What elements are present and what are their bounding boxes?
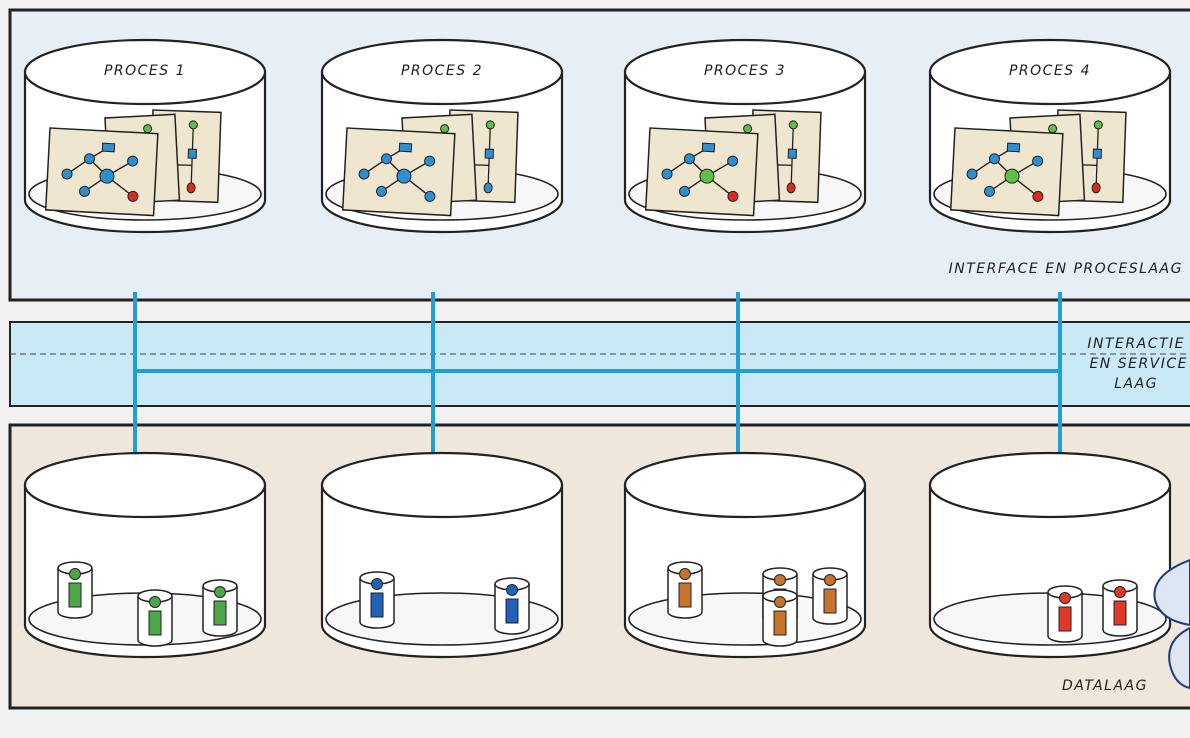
process-4-network-sheet [949,127,1064,217]
process-4-label: PROCES 4 [1009,63,1091,79]
process-cylinder-3 [623,38,867,234]
process-2-network-sheet [341,127,456,217]
info-icon-1-1 [57,561,93,619]
info-icon-2-2 [494,577,530,635]
process-1-network-sheet [44,127,159,217]
info-icon-3-4 [812,567,848,625]
data-cylinder-4 [928,451,1172,659]
data-cylinder-2 [320,451,564,659]
info-icon-1-2 [137,589,173,647]
data-cylinders [23,451,1172,659]
edge-speech-bubble-lower [1168,626,1190,690]
process-2-label: PROCES 2 [401,63,483,79]
edge-speech-bubble [1153,558,1190,627]
process-cylinders [23,38,1172,234]
info-icon-2-1 [359,571,395,629]
info-icon-4-1 [1047,585,1083,643]
data-cylinder-1 [23,451,267,659]
info-icon-3-1 [667,561,703,619]
service-layer-label-line-3: LAAG [1114,376,1158,392]
process-3-label: PROCES 3 [704,63,786,79]
info-icon-1-3 [202,579,238,637]
service-layer-label-line-1: INTERACTIE [1087,336,1185,352]
process-cylinder-2 [320,38,564,234]
process-3-network-sheet [644,127,759,217]
service-layer-label-line-2: EN SERVICE [1089,356,1188,372]
process-layer-label: INTERFACE EN PROCESLAAG [949,261,1183,277]
process-cylinder-1 [23,38,267,234]
process-cylinder-4 [928,38,1172,234]
info-icon-3-3 [762,589,798,647]
data-cylinder-3 [623,451,867,659]
service-layer-panel [9,321,1190,407]
data-layer-label: DATALAAG [1062,678,1148,694]
info-icon-4-2 [1102,579,1138,637]
process-1-label: PROCES 1 [104,63,186,79]
